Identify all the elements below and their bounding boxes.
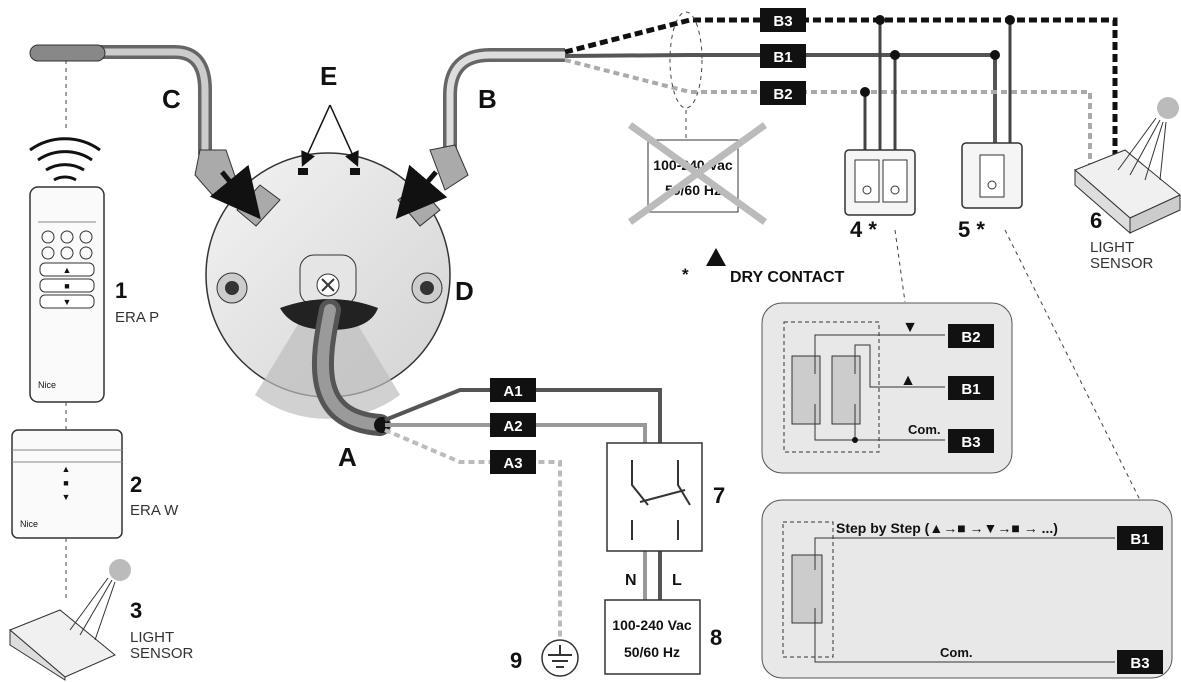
svg-text:B1: B1 xyxy=(961,381,980,398)
svg-text:B3: B3 xyxy=(1130,655,1149,672)
tag-b1: B1 xyxy=(760,44,806,68)
mains-freq: 50/60 Hz xyxy=(624,644,680,660)
tag-a2: A2 xyxy=(490,413,536,437)
wire-b3 xyxy=(564,17,1118,170)
mains-voltage: 100-240 Vac xyxy=(612,617,692,633)
remote-era-p: ▲ ■ ▼ Nice xyxy=(29,137,105,403)
label-d: D xyxy=(455,276,474,306)
svg-text:A1: A1 xyxy=(503,383,522,400)
dry-contact-star: * xyxy=(682,265,689,284)
device-1-number: 1 xyxy=(115,278,127,303)
device-7-number: 7 xyxy=(713,483,725,508)
step-by-step-label: Step by Step (▲→■ →▼→■ → ...) xyxy=(836,520,1058,536)
svg-text:B2: B2 xyxy=(773,86,792,103)
device-1-name: ERA P xyxy=(115,309,159,326)
earth-symbol-9 xyxy=(541,639,579,677)
svg-text:▼: ▼ xyxy=(62,492,71,502)
svg-text:▲: ▲ xyxy=(62,464,71,474)
remote-stop: ■ xyxy=(64,281,69,291)
device-3-name-1: LIGHT xyxy=(130,629,174,646)
com-label-1: Com. xyxy=(908,422,941,437)
tag-b2: B2 xyxy=(760,81,806,105)
device-6-name-1: LIGHT xyxy=(1090,239,1134,256)
remote-era-w: ▲ ■ ▼ Nice xyxy=(11,429,123,539)
remote-up: ▲ xyxy=(63,265,72,275)
dry-contact-label: DRY CONTACT xyxy=(730,269,845,286)
svg-text:A2: A2 xyxy=(503,418,522,435)
device-2-name: ERA W xyxy=(130,502,179,519)
label-e: E xyxy=(320,61,337,91)
antenna xyxy=(29,44,106,62)
double-switch-4 xyxy=(844,149,916,216)
remote-down: ▼ xyxy=(63,297,72,307)
device-6-name-2: SENSOR xyxy=(1090,255,1154,272)
tag-a3: A3 xyxy=(490,450,536,474)
svg-text:B1: B1 xyxy=(773,49,792,66)
svg-text:B1: B1 xyxy=(1130,531,1149,548)
svg-text:B2: B2 xyxy=(961,329,980,346)
svg-text:A3: A3 xyxy=(503,455,522,472)
tag-b3: B3 xyxy=(760,8,806,32)
warning-icon xyxy=(706,248,726,266)
light-sensor-3 xyxy=(9,559,131,681)
svg-text:Nice: Nice xyxy=(20,519,38,529)
wire-b1 xyxy=(564,53,997,160)
neutral-label: N xyxy=(625,572,637,589)
device-8-number: 8 xyxy=(710,625,722,650)
mains-supply-8: 100-240 Vac 50/60 Hz xyxy=(604,599,701,675)
label-b: B xyxy=(478,84,497,114)
svg-text:B3: B3 xyxy=(773,13,792,30)
detail-box-double: ▼ ▲ Com. B2 B1 B3 xyxy=(761,302,1013,474)
svg-text:B3: B3 xyxy=(961,434,980,451)
wire-b2 xyxy=(564,58,1092,170)
device-6-number: 6 xyxy=(1090,208,1102,233)
device-3-number: 3 xyxy=(130,598,142,623)
cable-c xyxy=(100,45,212,155)
isolator-switch-7 xyxy=(606,442,703,552)
device-2-number: 2 xyxy=(130,472,142,497)
line-label: L xyxy=(672,572,682,589)
crossed-power-box: 100-240 Vac 50/60 Hz xyxy=(627,122,768,225)
label-c: C xyxy=(162,84,181,114)
label-a: A xyxy=(338,442,357,472)
device-4-number: 4 * xyxy=(850,217,877,242)
tag-a1: A1 xyxy=(490,378,536,402)
device-9-number: 9 xyxy=(510,648,522,673)
single-switch-5 xyxy=(961,142,1023,209)
com-label-2: Com. xyxy=(940,645,973,660)
cable-b xyxy=(443,48,565,155)
down-arrow: ▼ xyxy=(902,319,918,336)
up-arrow: ▲ xyxy=(900,372,916,389)
light-sensor-6 xyxy=(1074,97,1181,235)
device-3-name-2: SENSOR xyxy=(130,645,194,662)
detail-box-single: Step by Step (▲→■ →▼→■ → ...) Com. B1 B3 xyxy=(761,499,1173,679)
remote-brand: Nice xyxy=(38,380,56,390)
device-5-number: 5 * xyxy=(958,217,985,242)
svg-text:■: ■ xyxy=(63,478,68,488)
